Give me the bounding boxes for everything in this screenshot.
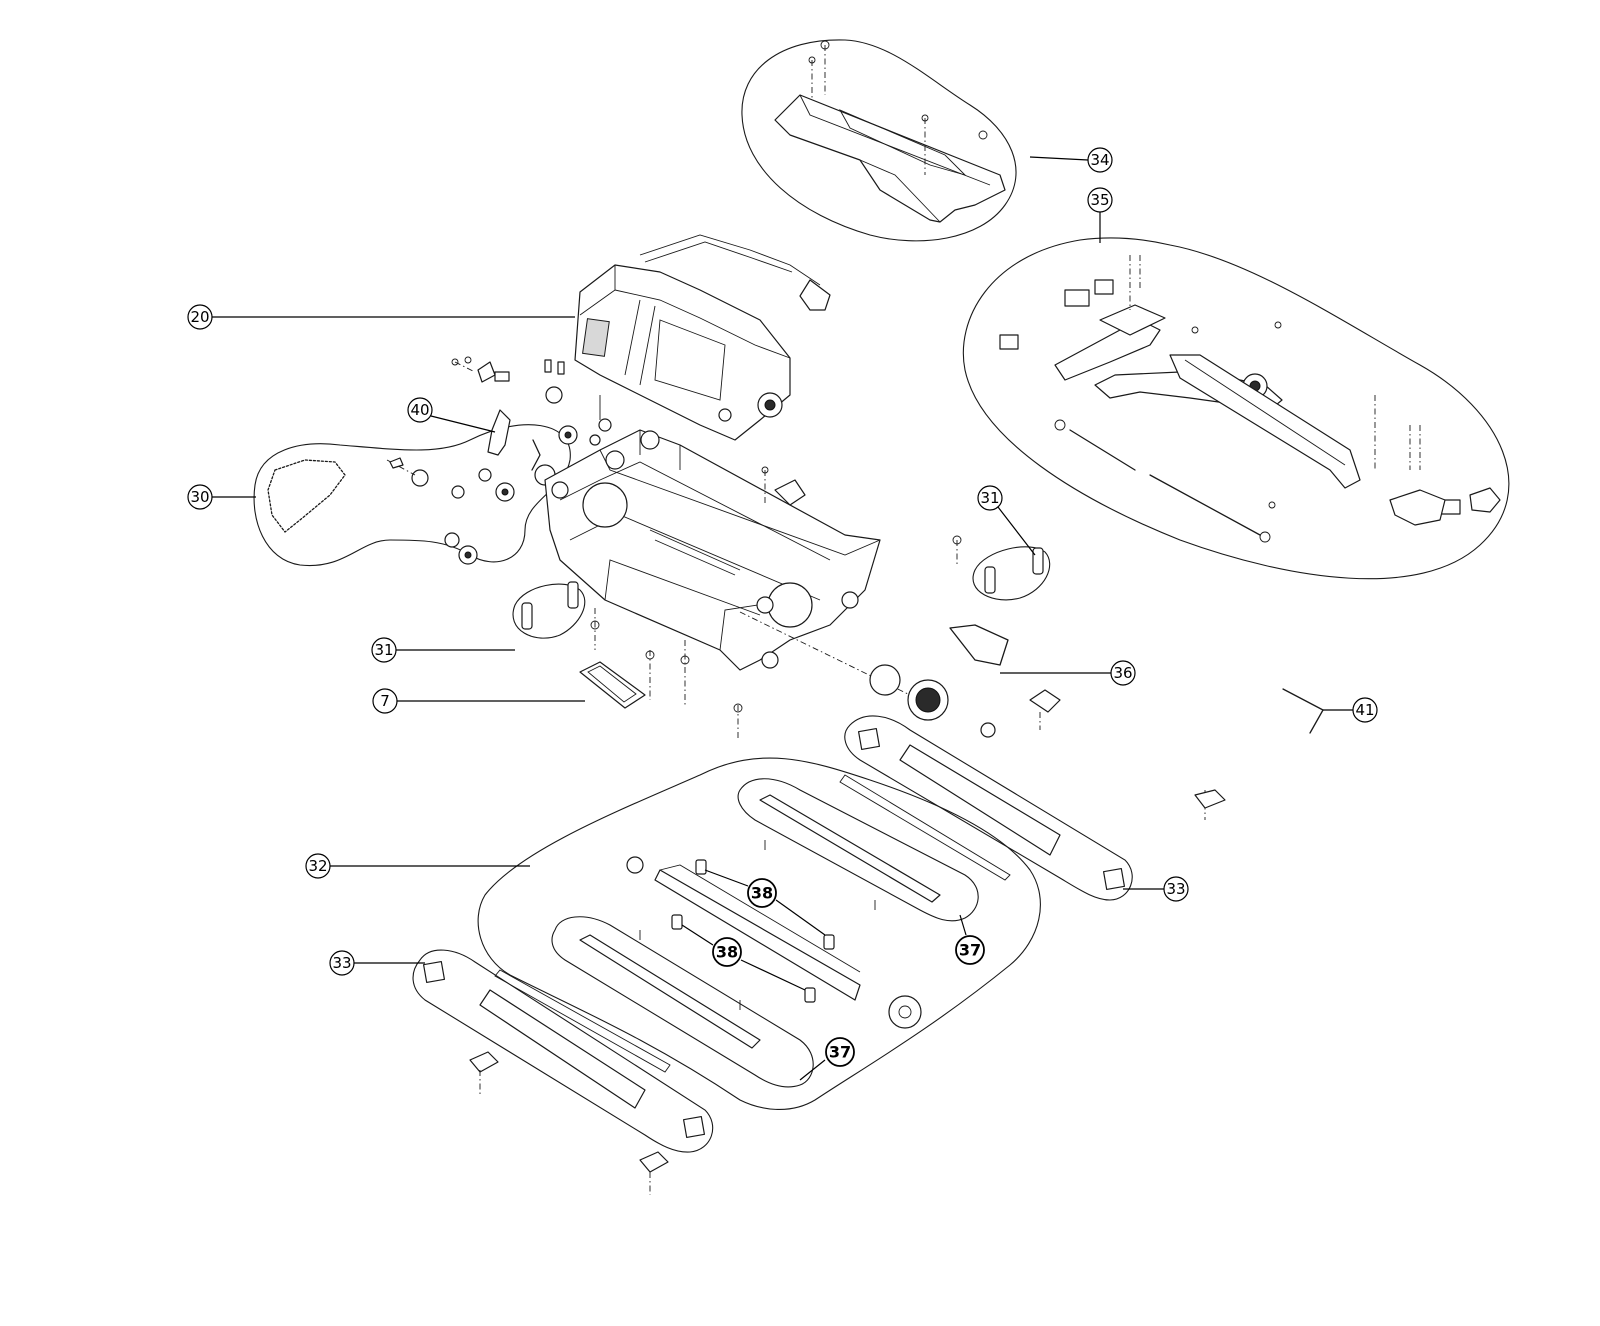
callout-20: 20 <box>187 304 575 330</box>
callout-circle <box>1110 660 1136 686</box>
part-group-33-left <box>412 949 714 1195</box>
callout-circle <box>305 853 331 879</box>
callout-label: 32 <box>308 857 327 875</box>
part-40-bracket <box>451 356 612 486</box>
callout-35: 35 <box>1087 187 1113 243</box>
callout-38-upper: 38 <box>704 869 826 936</box>
part-group-32 <box>477 757 1041 1110</box>
part-36-belt <box>869 624 1061 738</box>
callout-circle <box>1087 147 1113 173</box>
part-group-31-left <box>512 581 600 650</box>
callout-label: 20 <box>190 308 209 326</box>
part-7-plate <box>579 640 743 740</box>
part-group-30 <box>253 424 578 567</box>
part-group-34 <box>741 39 1017 242</box>
callout-circle <box>955 935 985 965</box>
callout-36: 36 <box>1000 660 1136 686</box>
callouts: 34 35 20 40 30 31 <box>187 147 1378 1081</box>
callout-30: 30 <box>187 484 256 510</box>
callout-label: 41 <box>1355 701 1374 719</box>
callout-circle <box>372 688 398 714</box>
callout-label: 37 <box>829 1043 851 1062</box>
callout-circle <box>712 937 742 967</box>
callout-label: 38 <box>716 943 738 962</box>
callout-circle <box>407 397 433 423</box>
callout-7: 7 <box>372 688 585 714</box>
callout-circle <box>187 304 213 330</box>
callout-31-right: 31 <box>977 485 1036 556</box>
callout-31-left: 31 <box>371 637 515 663</box>
callout-circle <box>747 878 777 908</box>
callout-label: 7 <box>380 692 390 710</box>
planer-base <box>544 429 911 696</box>
part-20-motor <box>574 234 831 441</box>
part-group-35 <box>962 237 1510 580</box>
callout-label: 34 <box>1090 151 1109 169</box>
callout-label: 31 <box>980 489 999 507</box>
callout-32: 32 <box>305 853 530 879</box>
callout-circle <box>825 1037 855 1067</box>
callout-label: 37 <box>959 941 981 960</box>
callout-37-lower: 37 <box>799 1037 855 1081</box>
callout-label: 33 <box>332 954 351 972</box>
callout-label: 33 <box>1166 880 1185 898</box>
callout-circle <box>329 950 355 976</box>
callout-38-lower: 38 <box>681 924 806 991</box>
callout-label: 30 <box>190 488 209 506</box>
callout-33-left: 33 <box>329 950 425 976</box>
callout-circle <box>1163 876 1189 902</box>
callout-circle <box>371 637 397 663</box>
part-group-31-right <box>952 535 1051 601</box>
callout-40: 40 <box>407 397 496 433</box>
callout-circle <box>1352 697 1378 723</box>
callout-circle <box>187 484 213 510</box>
callout-label: 31 <box>374 641 393 659</box>
callout-37-upper: 37 <box>955 914 985 965</box>
callout-label: 35 <box>1090 191 1109 209</box>
callout-label: 38 <box>751 884 773 903</box>
part-41-hex-key <box>1282 688 1324 734</box>
callout-34: 34 <box>1029 147 1113 173</box>
callout-41: 41 <box>1323 697 1378 723</box>
callout-33-right: 33 <box>1123 876 1189 902</box>
callout-label: 36 <box>1113 664 1132 682</box>
callout-circle <box>977 485 1003 511</box>
callout-circle <box>1087 187 1113 213</box>
part-group-33-right <box>839 715 1226 901</box>
callout-label: 40 <box>410 401 429 419</box>
